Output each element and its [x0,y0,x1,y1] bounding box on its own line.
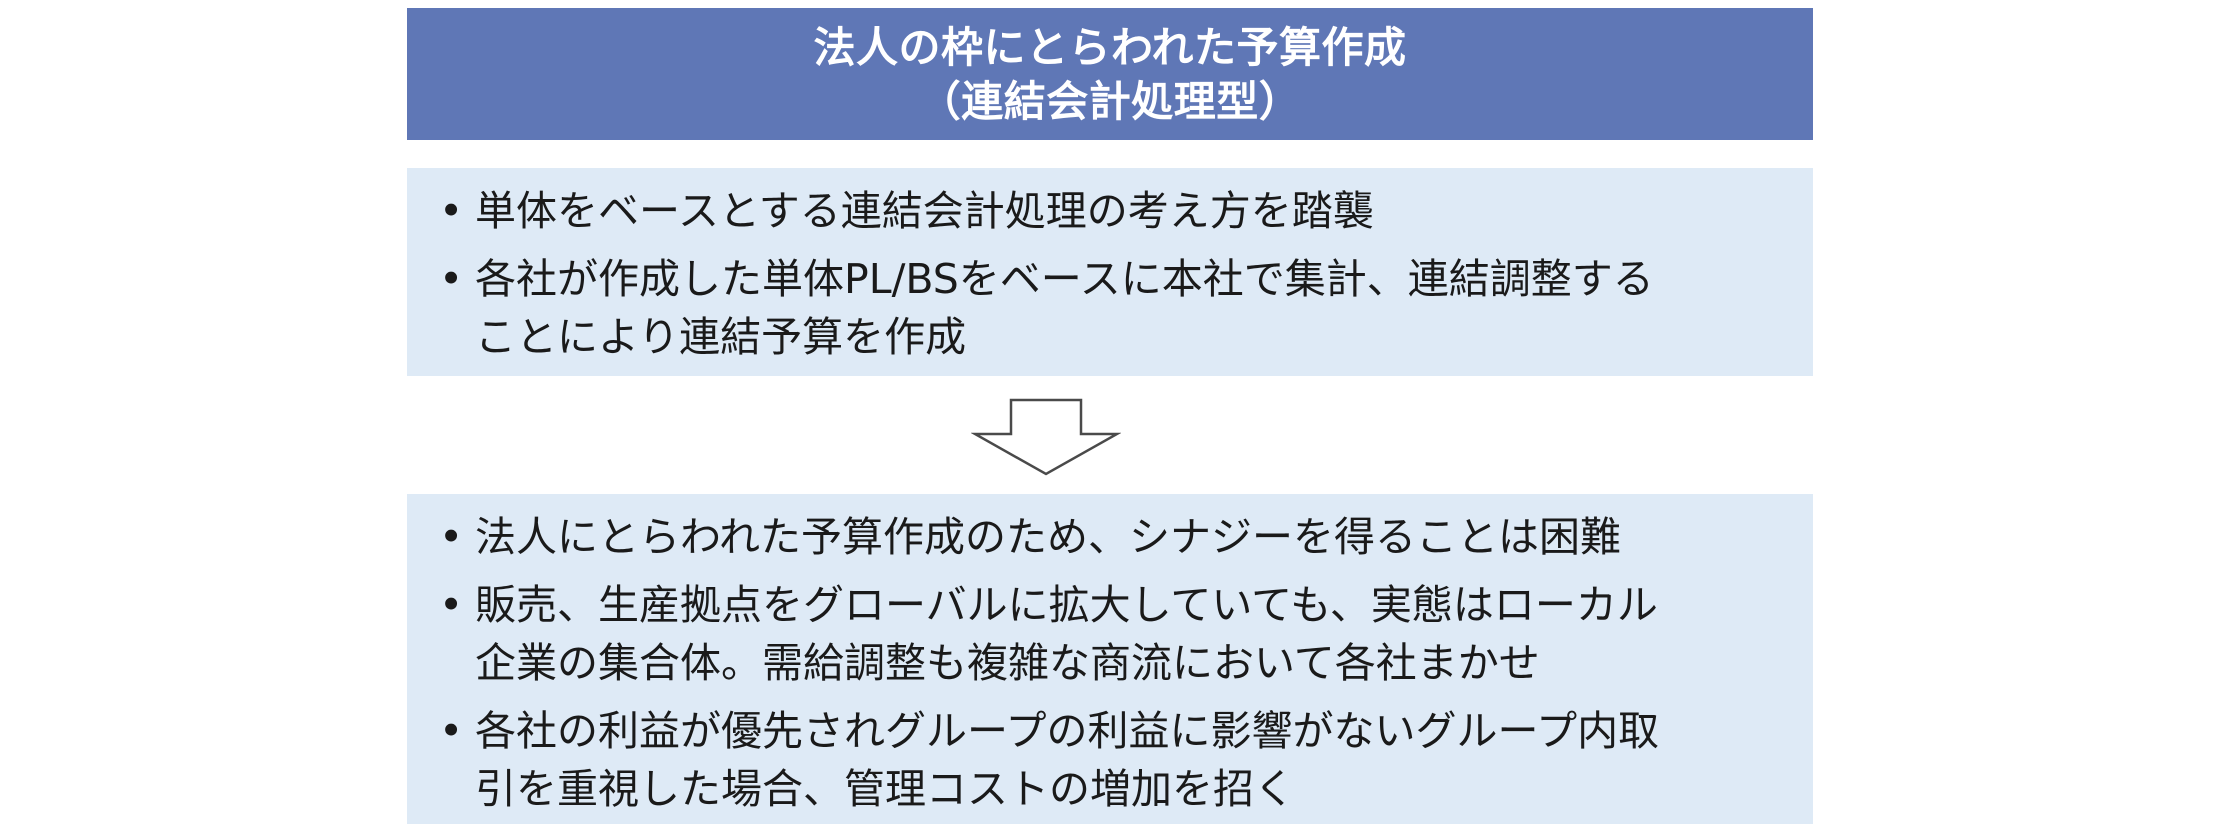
bullet-text: 法人にとらわれた予算作成のため、シナジーを得ることは困難 [475,513,1621,561]
bullet-icon: • [439,707,464,755]
bullet-text: 販売、生産拠点をグローバルに拡大していても、実態はローカル 企業の集合体。需給調… [475,581,1658,687]
down-arrow-shape [970,398,1122,476]
list-item: • 販売、生産拠点をグローバルに拡大していても、実態はローカル 企業の集合体。需… [439,576,1773,692]
bullet-icon: • [439,581,464,629]
bullet-text: 各社が作成した単体PL/BSをベースに本社で集計、連結調整する ことにより連結予… [475,255,1654,361]
list-item: • 法人にとらわれた予算作成のため、シナジーを得ることは困難 [439,508,1773,566]
list-item: • 各社が作成した単体PL/BSをベースに本社で集計、連結調整する ことにより連… [439,250,1773,366]
bullet-text: 単体をベースとする連結会計処理の考え方を踏襲 [475,187,1374,235]
bullet-text: 各社の利益が優先されグループの利益に影響がないグループ内取 引を重視した場合、管… [475,707,1660,813]
bullet-icon: • [439,255,464,303]
title-banner: 法人の枠にとらわれた予算作成 （連結会計処理型） [407,8,1813,140]
down-arrow-icon [970,398,1122,476]
diagram-title: 法人の枠にとらわれた予算作成 [813,23,1407,72]
bullet-icon: • [439,513,464,561]
method-description-panel: • 単体をベースとする連結会計処理の考え方を踏襲 • 各社が作成した単体PL/B… [407,168,1813,376]
issues-bullet-list: • 法人にとらわれた予算作成のため、シナジーを得ることは困難 • 販売、生産拠点… [439,508,1773,818]
issues-panel: • 法人にとらわれた予算作成のため、シナジーを得ることは困難 • 販売、生産拠点… [407,494,1813,824]
list-item: • 単体をベースとする連結会計処理の考え方を踏襲 [439,182,1773,240]
diagram-subtitle: （連結会計処理型） [918,77,1302,126]
method-bullet-list: • 単体をベースとする連結会計処理の考え方を踏襲 • 各社が作成した単体PL/B… [439,182,1773,366]
list-item: • 各社の利益が優先されグループの利益に影響がないグループ内取 引を重視した場合… [439,702,1773,818]
bullet-icon: • [439,187,464,235]
